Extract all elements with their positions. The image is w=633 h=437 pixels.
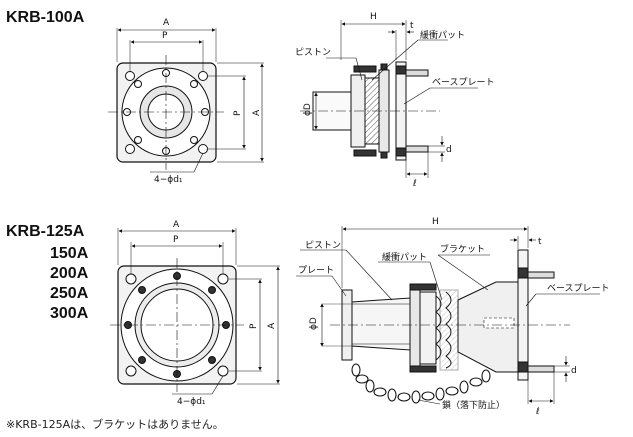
footnote: ※KRB-125Aは、ブラケットはありません。 (6, 418, 224, 431)
bottom-front-dim-P: P (173, 235, 179, 245)
top-side-dim-H: H (370, 12, 377, 22)
top-side-view (300, 20, 478, 178)
top-front-dim-A: A (163, 18, 170, 28)
model-label-250a: 250A (50, 285, 89, 302)
bottom-side-chain-label: 鎖（落下防止） (442, 399, 505, 411)
model-label-krb125a: KRB-125A (6, 223, 85, 240)
top-side-d: d (446, 145, 452, 155)
top-side-piston-label: ピストン (295, 47, 331, 58)
bottom-side-bracket-label: ブラケット (440, 243, 485, 255)
bottom-front-dim-A-vertical: A (267, 322, 277, 329)
chain (351, 363, 491, 404)
bottom-front-dim-A: A (173, 220, 180, 230)
model-label-150a: 150A (50, 245, 89, 262)
bottom-front-holes-label: 4−ϕd₁ (177, 397, 206, 407)
bottom-side-dim-H: H (432, 217, 439, 227)
bottom-side-piston-label: ピストン (305, 240, 341, 251)
model-label-200a: 200A (50, 265, 89, 282)
bottom-side-phiD: ϕD (309, 317, 319, 330)
bottom-side-buffer-label: 緩衝パット (382, 251, 427, 263)
top-front-dim-A-vertical: A (252, 109, 262, 116)
bottom-side-base-plate-label: ベースプレート (547, 283, 610, 294)
top-side-buffer-label: 緩衝パット (420, 29, 465, 41)
top-side-base-plate-label: ベースプレート (432, 77, 495, 88)
top-front-dim-P: P (162, 31, 168, 41)
top-front-dim-P-vertical: P (233, 110, 243, 116)
bottom-side-view (296, 226, 600, 405)
top-front-view (108, 28, 264, 173)
top-side-phiD: ϕD (303, 103, 313, 116)
bottom-side-l: ℓ (535, 407, 540, 417)
top-front-holes-label: 4−ϕd₁ (154, 175, 183, 185)
bottom-front-dim-P-vertical: P (249, 323, 259, 329)
top-side-dim-t: t (410, 21, 414, 31)
bottom-side-plate-label: プレート (298, 265, 334, 276)
bottom-front-view (110, 228, 280, 395)
model-label-300a: 300A (50, 305, 89, 322)
model-label-top: KRB-100A (6, 9, 85, 26)
top-side-l: ℓ (412, 179, 417, 189)
bottom-side-d: d (571, 366, 577, 376)
bottom-side-dim-t: t (538, 237, 542, 247)
